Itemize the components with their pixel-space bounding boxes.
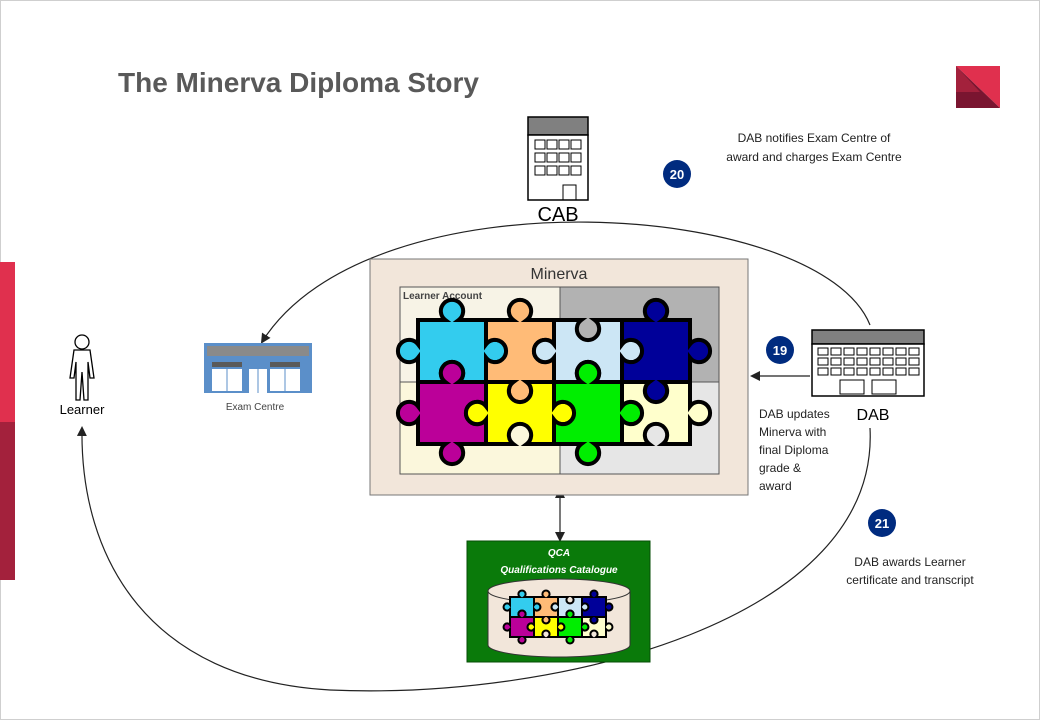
- step-number-21: 21: [875, 516, 889, 531]
- puzzle-piece-cream: [581, 616, 614, 638]
- step-19-line: grade &: [759, 461, 801, 475]
- accent-bar-top: [0, 262, 15, 422]
- step-number-19: 19: [773, 343, 787, 358]
- learner-account-label: Learner Account: [403, 291, 483, 302]
- step-badge-21: 21: [868, 509, 896, 537]
- step-21-line: DAB awards Learner: [854, 555, 965, 569]
- step-number-20: 20: [670, 167, 684, 182]
- cab-label: CAB: [537, 204, 578, 226]
- learner-label: Learner: [60, 402, 105, 417]
- qca-subtitle: Qualifications Catalogue: [500, 565, 618, 576]
- dab-label: DAB: [857, 407, 890, 424]
- learner-figure-icon: [69, 334, 95, 401]
- minerva-title: Minerva: [531, 266, 588, 283]
- step-21-description: DAB awards Learner certificate and trans…: [846, 555, 974, 587]
- catalogue-puzzle: [502, 589, 614, 645]
- dab-building-icon: [811, 329, 925, 397]
- step-20-line: award and charges Exam Centre: [726, 150, 902, 164]
- step-20-line: DAB notifies Exam Centre of: [738, 131, 891, 145]
- step-19-line: DAB updates: [759, 407, 830, 421]
- logo: [956, 66, 1000, 108]
- step-20-description: DAB notifies Exam Centre of award and ch…: [726, 131, 902, 164]
- cab-building-icon: [527, 116, 589, 201]
- step-19-line: award: [759, 479, 792, 493]
- learner-account-puzzle: [395, 297, 713, 467]
- accent-bar-bottom: [0, 422, 15, 580]
- exam-centre-icon: [204, 343, 312, 393]
- step-19-line: Minerva with: [759, 425, 826, 439]
- arrow-dab-to-exam-centre: [260, 221, 871, 344]
- step-badge-20: 20: [663, 160, 691, 188]
- step-19-description: DAB updates Minerva with final Diploma g…: [759, 407, 830, 493]
- puzzle-piece-cream: [620, 380, 713, 446]
- step-badge-19: 19: [766, 336, 794, 364]
- step-21-line: certificate and transcript: [846, 573, 974, 587]
- page-title: The Minerva Diploma Story: [118, 67, 479, 98]
- step-19-line: final Diploma: [759, 443, 829, 457]
- arrow-dab-to-learner: [76, 426, 871, 692]
- qca-title: QCA: [548, 548, 570, 559]
- exam-centre-label: Exam Centre: [226, 402, 285, 413]
